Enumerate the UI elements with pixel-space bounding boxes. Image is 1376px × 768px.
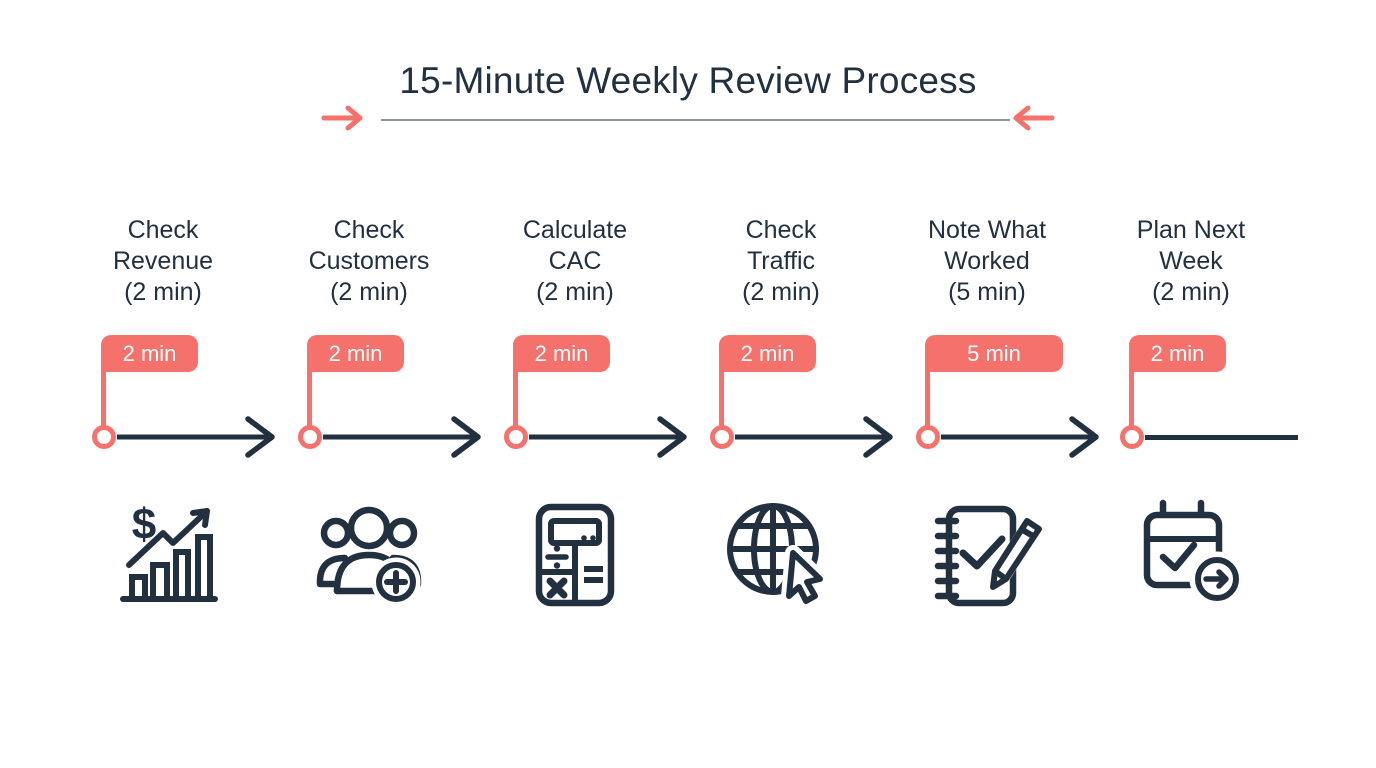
timeline-node <box>504 425 528 449</box>
step-duration: (2 min) <box>330 278 408 306</box>
title-underline <box>381 119 1010 121</box>
flag-stem <box>1129 370 1134 427</box>
step-label: Check Customers (2 min) <box>266 215 472 308</box>
step-title-line1: Check <box>333 216 405 244</box>
flag-label: 2 min <box>1150 340 1205 366</box>
step-duration: (2 min) <box>124 278 202 306</box>
step-title-line1: Note What <box>927 216 1047 244</box>
flag-label: 2 min <box>328 340 383 366</box>
flag-stem <box>101 370 106 427</box>
step-title-line2: Revenue <box>112 247 214 275</box>
timeline-arrow <box>323 416 481 458</box>
step-label: Calculate CAC (2 min) <box>472 215 678 308</box>
timeline-arrow <box>529 416 687 458</box>
flag-stem <box>513 370 518 427</box>
right-arrow-icon <box>321 105 363 131</box>
step-title-line2: Customers <box>308 247 430 275</box>
step-title-line2: CAC <box>548 247 602 275</box>
step-note-what-worked: Note What Worked (5 min) 5 min <box>884 0 1099 768</box>
step-duration: (2 min) <box>742 278 820 306</box>
flag-stem <box>925 370 930 427</box>
step-title-line1: Check <box>745 216 817 244</box>
time-flag: 2 min <box>513 335 610 372</box>
step-title-line2: Traffic <box>746 247 816 275</box>
flag-stem <box>719 370 724 427</box>
page-title: 15-Minute Weekly Review Process <box>399 60 977 101</box>
timeline-node <box>92 425 116 449</box>
flag-label: 2 min <box>534 340 589 366</box>
step-duration: (2 min) <box>536 278 614 306</box>
timeline-node <box>298 425 322 449</box>
step-check-revenue: Check Revenue (2 min) 2 min $ <box>60 0 275 768</box>
step-duration: (2 min) <box>1152 278 1230 306</box>
step-title-line1: Calculate <box>522 216 628 244</box>
step-label: Check Traffic (2 min) <box>678 215 884 308</box>
timeline-node <box>1120 425 1144 449</box>
timeline-node <box>916 425 940 449</box>
step-check-traffic: Check Traffic (2 min) 2 min <box>678 0 893 768</box>
timeline-node <box>710 425 734 449</box>
step-duration: (5 min) <box>948 278 1026 306</box>
timeline-arrow <box>941 416 1099 458</box>
timeline-arrow <box>117 416 275 458</box>
calendar-next-week-icon <box>1143 499 1245 607</box>
revenue-chart-icon: $ <box>120 500 218 602</box>
time-flag: 5 min <box>925 335 1063 372</box>
left-arrow-icon <box>1013 105 1055 131</box>
step-title-line2: Worked <box>944 247 1030 275</box>
calculator-icon <box>535 503 615 607</box>
step-title-line1: Plan Next <box>1136 216 1246 244</box>
time-flag: 2 min <box>719 335 816 372</box>
flag-label: 5 min <box>967 340 1021 366</box>
flag-stem <box>307 370 312 427</box>
step-check-customers: Check Customers (2 min) 2 min <box>266 0 481 768</box>
step-label: Plan Next Week (2 min) <box>1088 215 1294 308</box>
step-label: Check Revenue (2 min) <box>60 215 266 308</box>
time-flag: 2 min <box>307 335 404 372</box>
step-title-line2: Week <box>1159 247 1223 275</box>
step-calculate-cac: Calculate CAC (2 min) 2 min <box>472 0 687 768</box>
flag-label: 2 min <box>740 340 795 366</box>
timeline-arrow <box>735 416 893 458</box>
notebook-check-icon <box>934 505 1045 607</box>
web-traffic-globe-icon <box>727 503 828 609</box>
step-label: Note What Worked (5 min) <box>884 215 1090 308</box>
flag-label: 2 min <box>122 340 177 366</box>
step-plan-next-week: Plan Next Week (2 min) 2 min <box>1088 0 1298 768</box>
add-customers-icon <box>316 506 422 607</box>
timeline-line-end <box>1145 435 1298 440</box>
time-flag: 2 min <box>1129 335 1226 372</box>
time-flag: 2 min <box>101 335 198 372</box>
step-title-line1: Check <box>127 216 199 244</box>
